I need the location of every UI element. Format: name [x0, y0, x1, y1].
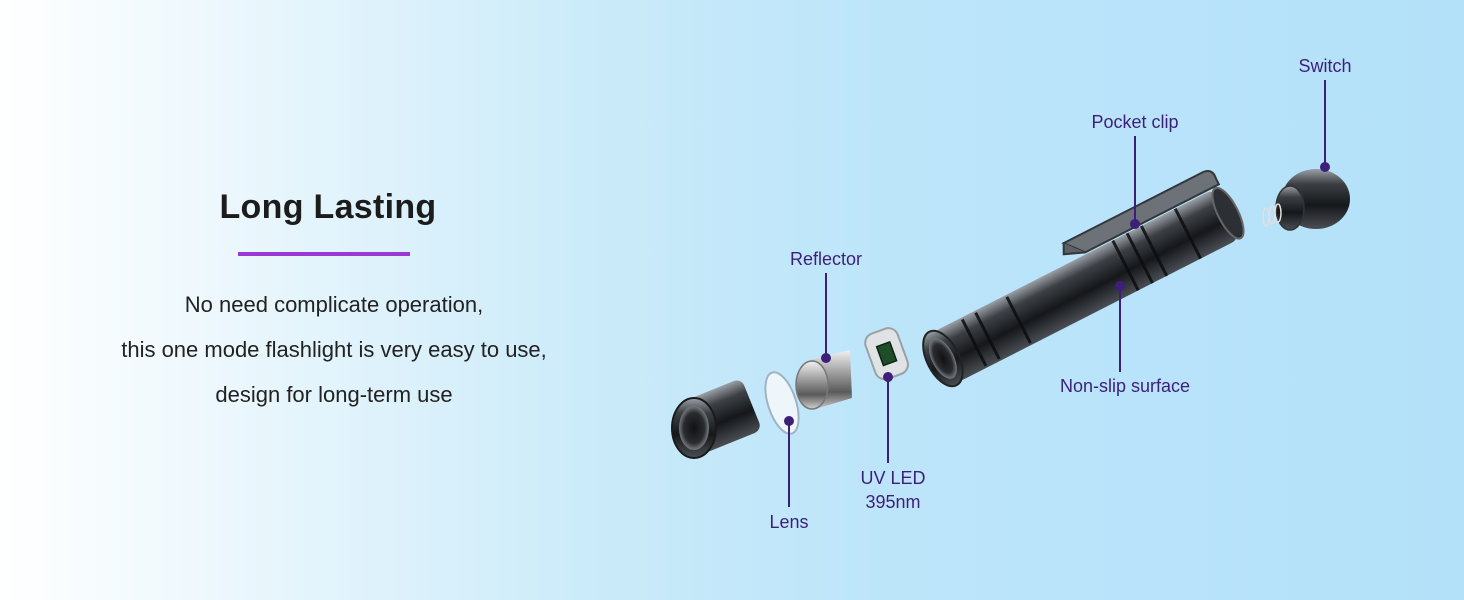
reflector-cup: [795, 350, 852, 410]
flashlight-body: [922, 170, 1245, 388]
tail-switch-cap: [1262, 169, 1350, 231]
label-lens: Lens: [769, 512, 809, 532]
switch-callout-dot: [1320, 162, 1330, 172]
label-switch: Switch: [1298, 56, 1352, 76]
lens-callout-dot: [784, 416, 794, 426]
reflector-callout-dot: [821, 353, 831, 363]
description-line-3: design for long-term use: [215, 382, 453, 407]
label-uv-wavelength: 395nm: [865, 492, 921, 512]
description-line-1: No need complicate operation,: [184, 292, 484, 317]
feature-text-panel: Long Lasting No need complicate operatio…: [0, 0, 668, 600]
head-bezel: [671, 380, 760, 459]
title-underline: [238, 252, 410, 256]
non-slip-callout-dot: [1115, 281, 1125, 291]
label-non-slip-surface: Non-slip surface: [1059, 376, 1191, 396]
label-reflector: Reflector: [789, 249, 863, 269]
feature-description: No need complicate operation, this one m…: [0, 282, 668, 417]
label-uv-led: UV LED: [860, 468, 926, 488]
pocket-clip-callout-dot: [1130, 219, 1140, 229]
description-line-2: this one mode flashlight is very easy to…: [121, 337, 547, 362]
feature-title: Long Lasting: [219, 188, 437, 226]
label-pocket-clip: Pocket clip: [1091, 112, 1179, 132]
uv-led-board: [864, 327, 909, 381]
uv-led-callout-dot: [883, 372, 893, 382]
